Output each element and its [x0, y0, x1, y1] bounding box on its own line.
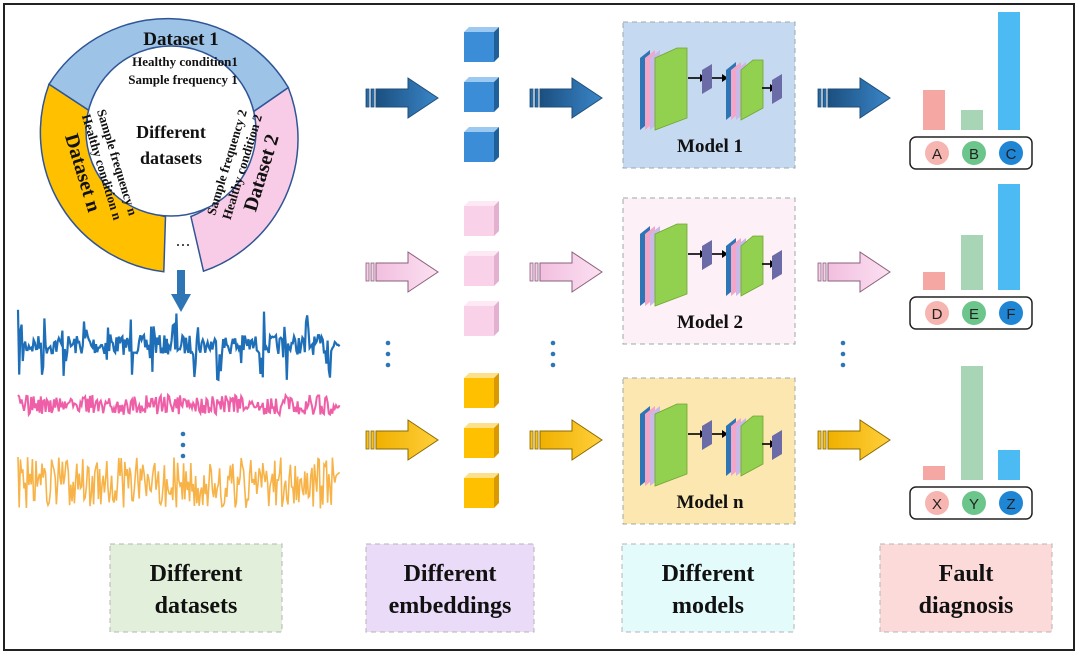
ring-center-line2: datasets	[140, 148, 202, 168]
class-label-3-1: X	[932, 496, 942, 513]
bottom-label-line2-2: embeddings	[389, 593, 512, 619]
bottom-label-line1-2: Different	[404, 561, 497, 587]
class-circle-1-3	[999, 141, 1023, 165]
row1-arrow-3-icon	[817, 77, 891, 119]
bottom-label-line1-4: Fault	[939, 561, 994, 587]
embedding-cube-row3-2	[464, 423, 499, 458]
embedding-cube-row2-2	[464, 251, 499, 286]
model-network-3	[640, 403, 782, 487]
class-circle-3-1	[925, 491, 949, 515]
model-network-1	[640, 47, 782, 131]
embedding-cube-row2-1	[464, 201, 499, 236]
output-group-3: X Y Z	[909, 366, 1033, 520]
embedding-cube-row2-3	[464, 301, 499, 336]
class-circle-2-2	[962, 301, 986, 325]
dataset-1-title: Dataset 1	[143, 29, 218, 50]
bottom-label-line2-3: models	[672, 593, 744, 619]
bottom-label-line1-1: Different	[150, 561, 243, 587]
bottom-label-box-4: Fault diagnosis	[879, 543, 1053, 633]
class-label-3-3: Z	[1006, 496, 1015, 513]
model-label-2: Model 2	[677, 312, 743, 333]
down-arrow-icon	[171, 270, 191, 312]
class-label-1-1: A	[932, 146, 942, 163]
model-network-2	[640, 223, 782, 307]
output-bar-3-2	[961, 366, 983, 480]
row1-arrow-1-icon	[365, 77, 439, 119]
class-circle-1-2	[962, 141, 986, 165]
embedding-cube-row1-1	[464, 27, 499, 62]
embedding-ellipsis-dots	[385, 340, 846, 368]
bottom-label-box-1: Different datasets	[109, 543, 283, 633]
class-label-1-2: B	[969, 146, 979, 163]
model-label-3: Model n	[676, 492, 743, 513]
embedding-cube-row1-3	[464, 127, 499, 162]
ring-center	[85, 45, 257, 217]
signal-gold	[17, 456, 341, 509]
signal-pink	[17, 392, 341, 418]
embedding-cube-row1-2	[464, 77, 499, 112]
row2-arrow-1-icon	[365, 251, 439, 293]
signal-ellipsis-dots	[180, 431, 186, 459]
bottom-label-box-3: Different models	[621, 543, 795, 633]
bottom-label-box-2: Different embeddings	[365, 543, 535, 633]
model-panel-1: Model 1	[622, 21, 796, 169]
output-bar-2-3	[998, 184, 1020, 290]
class-label-3-2: Y	[969, 496, 979, 513]
output-bar-3-3	[998, 450, 1020, 480]
model-label-1: Model 1	[677, 136, 743, 157]
dataset-1-line2: Sample frequency 1	[128, 72, 238, 87]
dataset-1-line1: Healthy condition1	[132, 54, 238, 69]
class-label-2-1: D	[932, 306, 943, 323]
row3-arrow-3-icon	[817, 419, 891, 461]
output-bar-1-2	[961, 110, 983, 130]
embedding-cube-row3-1	[464, 373, 499, 408]
class-label-1-3: C	[1006, 146, 1017, 163]
output-group-2: D E F	[909, 184, 1033, 330]
output-bar-3-1	[923, 466, 945, 480]
signal-blue	[16, 309, 341, 382]
row1-arrow-2-icon	[529, 77, 603, 119]
row3-arrow-1-icon	[365, 419, 439, 461]
outer-frame	[3, 3, 1075, 651]
row2-arrow-2-icon	[529, 251, 603, 293]
model-panel-2: Model 2	[622, 197, 796, 345]
dataset-ring: Different datasets Dataset 1 Healthy con…	[39, 17, 299, 273]
class-circle-1-1	[925, 141, 949, 165]
output-bar-1-3	[998, 12, 1020, 130]
output-bar-2-1	[923, 272, 945, 290]
embedding-cube-row3-3	[464, 473, 499, 508]
ring-ellipsis: ...	[175, 230, 190, 250]
model-panel-3: Model n	[622, 377, 796, 525]
class-circle-2-1	[925, 301, 949, 325]
ring-center-line1: Different	[136, 122, 206, 142]
output-group-1: A B C	[909, 12, 1033, 170]
bottom-label-line2-1: datasets	[155, 593, 238, 619]
bottom-label-line1-3: Different	[662, 561, 755, 587]
bottom-label-line2-4: diagnosis	[919, 593, 1014, 619]
row2-arrow-3-icon	[817, 251, 891, 293]
class-circle-3-2	[962, 491, 986, 515]
row3-arrow-2-icon	[529, 419, 603, 461]
output-bar-1-1	[923, 90, 945, 130]
class-label-2-3: F	[1006, 306, 1015, 323]
output-bar-2-2	[961, 235, 983, 290]
class-label-2-2: E	[969, 306, 979, 323]
class-circle-3-3	[999, 491, 1023, 515]
class-circle-2-3	[999, 301, 1023, 325]
